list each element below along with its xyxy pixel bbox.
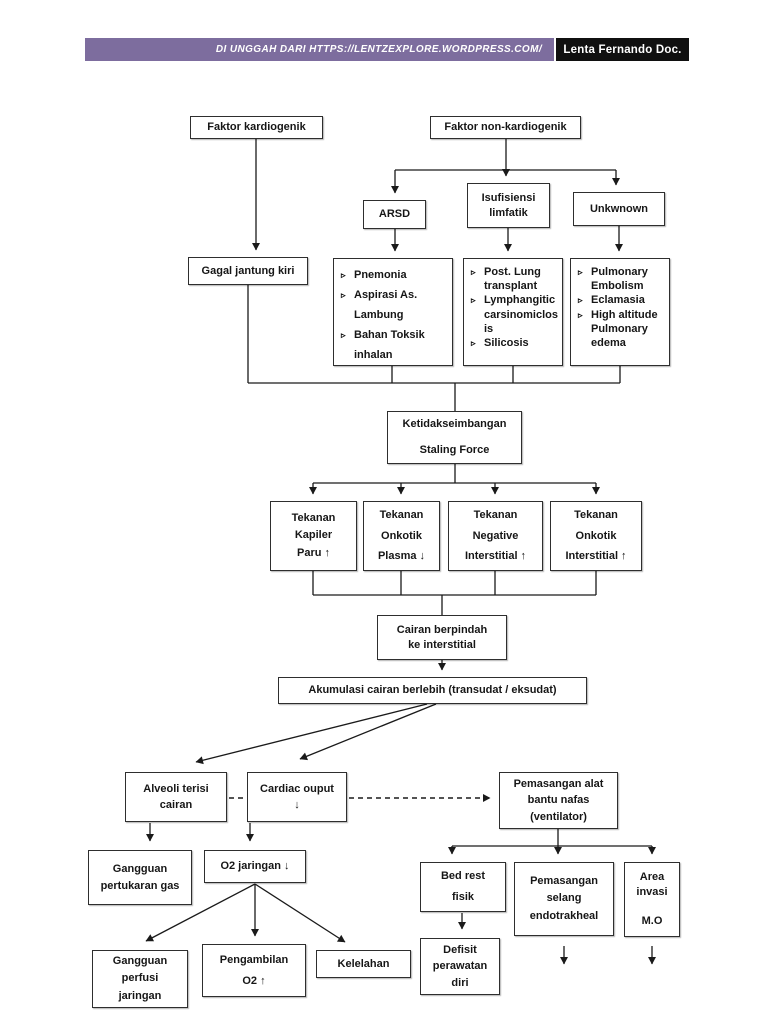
node-ventilator: Pemasangan alat bantu nafas (ventilator) (499, 772, 618, 829)
node-gangguan-pertukaran-gas: Gangguan pertukaran gas (88, 850, 192, 905)
list-item: ▹ Bahan Toksik inhalan (341, 325, 448, 365)
list-item-text: Aspirasi As. Lambung (354, 289, 418, 321)
node-gagal-jantung-kiri: Gagal jantung kiri (188, 257, 308, 285)
list-item-text: High altitude Pulmonary edema (591, 308, 658, 350)
node-bed-rest-fisik: Bed rest fisik (420, 862, 506, 912)
node-o2-jaringan: O2 jaringan ↓ (204, 850, 306, 883)
node-alveoli-terisi-cairan: Alveoli terisi cairan (125, 772, 227, 822)
node-arsd: ARSD (363, 200, 426, 229)
list-item: ▹ High altitude Pulmonary edema (578, 308, 665, 351)
list-item: ▹ Silicosis (471, 336, 558, 350)
list-item: ▹ Lymphangitic carsinomiclosis (471, 293, 558, 336)
list-item-text: Silicosis (484, 337, 529, 350)
list-item: ▹ Aspirasi As. Lambung (341, 285, 448, 325)
node-tekanan-onkotik-plasma: Tekanan Onkotik Plasma ↓ (363, 501, 440, 571)
node-faktor-non-kardiogenik: Faktor non-kardiogenik (430, 116, 581, 139)
node-cardiac-output: Cardiac ouput ↓ (247, 772, 347, 822)
list-item: ▹ Pulmonary Embolism (578, 265, 665, 293)
triangle-bullet-icon: ▹ (341, 270, 346, 280)
node-kelelahan: Kelelahan (316, 950, 411, 978)
node-tekanan-kapiler-paru: Tekanan Kapiler Paru ↑ (270, 501, 357, 571)
upload-banner: DI UNGGAH DARI HTTPS://LENTZEXPLORE.WORD… (85, 38, 554, 61)
credit-badge-text: Lenta Fernando Doc. (563, 43, 682, 56)
node-isufisiensi-limfatik: Isufisiensi limfatik (467, 183, 550, 228)
node-pengambilan-o2: Pengambilan O2 ↑ (202, 944, 306, 997)
list-item-text: Eclamasia (591, 294, 645, 307)
credit-badge: Lenta Fernando Doc. (556, 38, 689, 61)
node-defisit-perawatan-diri: Defisit perawatan diri (420, 938, 500, 995)
list-item-text: Bahan Toksik inhalan (354, 329, 425, 361)
node-pemasangan-selang: Pemasangan selang endotrakheal (514, 862, 614, 936)
node-unkwnown: Unkwnown (573, 192, 665, 226)
triangle-bullet-icon: ▹ (471, 267, 476, 277)
list-item: ▹ Post. Lung transplant (471, 265, 558, 293)
list-item-text: Post. Lung transplant (484, 266, 541, 293)
node-faktor-kardiogenik: Faktor kardiogenik (190, 116, 323, 139)
node-unknown-causes-list: ▹ Pulmonary Embolism ▹ Eclamasia ▹ High altit… (570, 258, 670, 366)
node-akumulasi-cairan: Akumulasi cairan berlebih (transudat / e… (278, 677, 587, 704)
node-gangguan-perfusi-jaringan: Gangguan perfusi jaringan (92, 950, 188, 1008)
triangle-bullet-icon: ▹ (341, 290, 346, 300)
node-tekanan-negative-interstitial: Tekanan Negative Interstitial ↑ (448, 501, 543, 571)
upload-banner-text: DI UNGGAH DARI HTTPS://LENTZEXPLORE.WORD… (215, 44, 542, 55)
list-item-text: Pnemonia (354, 269, 407, 281)
node-limfatik-causes-list: ▹ Post. Lung transplant ▹ Lymphangitic cars… (463, 258, 563, 366)
list-item: ▹ Pnemonia (341, 265, 448, 285)
triangle-bullet-icon: ▹ (578, 309, 583, 320)
triangle-bullet-icon: ▹ (471, 295, 476, 306)
triangle-bullet-icon: ▹ (578, 295, 583, 306)
node-ketidakseimbangan-staling-force: Ketidakseimbangan Staling Force (387, 411, 522, 464)
node-area-invasi-mo: Area invasi M.O (624, 862, 680, 937)
node-arsd-causes-list: ▹ Pnemonia ▹ Aspirasi As. Lambung ▹ Bahan Tok… (333, 258, 453, 366)
triangle-bullet-icon: ▹ (341, 330, 346, 340)
list-item-text: Pulmonary Embolism (591, 266, 648, 293)
triangle-bullet-icon: ▹ (578, 267, 583, 277)
node-tekanan-onkotik-interstitial: Tekanan Onkotik Interstitial ↑ (550, 501, 642, 571)
node-cairan-berpindah: Cairan berpindah ke interstitial (377, 615, 507, 660)
list-item-text: Lymphangitic carsinomiclosis (484, 294, 558, 335)
list-item: ▹ Eclamasia (578, 293, 665, 307)
triangle-bullet-icon: ▹ (471, 338, 476, 349)
